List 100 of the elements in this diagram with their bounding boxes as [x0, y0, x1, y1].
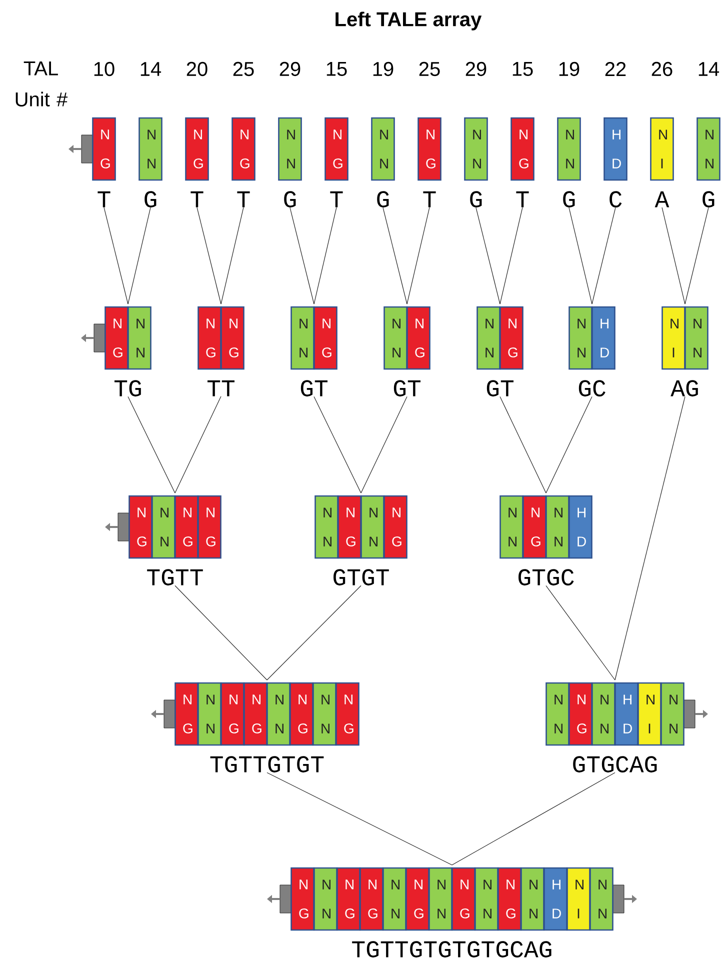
- repeat-block: N G: [500, 306, 524, 370]
- repeat-block: N N: [590, 867, 614, 931]
- repeat-block: N N: [684, 306, 708, 370]
- repeat-block: N G: [220, 306, 244, 370]
- repeat-block: H D: [614, 682, 638, 746]
- repeat-block: N G: [198, 495, 222, 559]
- sequence-label: GT: [394, 380, 420, 396]
- connector-line: [314, 207, 337, 304]
- connector-line: [500, 207, 523, 304]
- repeat-block: N N: [546, 495, 570, 559]
- repeat-block: N G: [418, 117, 442, 181]
- repeat-block: N G: [220, 682, 244, 746]
- unit-number: 25: [233, 62, 254, 76]
- repeat-block: N N: [312, 682, 336, 746]
- sequence-label: G: [470, 191, 482, 208]
- sequence-label: GT: [486, 380, 514, 396]
- connector-line: [382, 207, 408, 304]
- unit-number: 15: [326, 62, 347, 76]
- connector-line: [196, 207, 222, 304]
- connector-line: [174, 585, 268, 680]
- repeat-block: N G: [92, 117, 116, 181]
- repeat-block: H D: [604, 117, 628, 181]
- repeat-block: N G: [406, 306, 430, 370]
- connector-line: [684, 207, 709, 304]
- sequence-label: T: [330, 191, 343, 208]
- repeat-block: N G: [314, 306, 338, 370]
- repeat-block: N G: [568, 682, 592, 746]
- connector-line: [500, 396, 546, 494]
- sequence-label: G: [563, 191, 575, 208]
- sequence-label: T: [98, 191, 110, 208]
- repeat-block: N N: [138, 117, 162, 181]
- repeat-block: N N: [660, 682, 684, 746]
- sequence-label: A: [654, 191, 670, 208]
- connector-line: [360, 396, 408, 494]
- connector-line: [406, 207, 430, 304]
- connector-line: [104, 207, 128, 304]
- sequence-label: T: [516, 191, 529, 208]
- repeat-block: N N: [360, 495, 384, 559]
- sequence-label: TGTT: [147, 569, 203, 586]
- repeat-block: N G: [336, 682, 360, 746]
- repeat-block: N I: [650, 117, 674, 181]
- repeat-block: N G: [290, 682, 314, 746]
- connector-line: [266, 772, 452, 866]
- unit-number: 19: [559, 62, 580, 76]
- repeat-block: N G: [324, 117, 348, 181]
- repeat-block: N G: [290, 867, 314, 931]
- unit-number: 15: [512, 62, 533, 76]
- repeat-block: N N: [266, 682, 290, 746]
- repeat-block: N N: [500, 495, 524, 559]
- repeat-block: N G: [360, 867, 384, 931]
- unit-number: 29: [466, 62, 486, 76]
- connector-line: [476, 207, 500, 304]
- connector-line: [290, 207, 314, 304]
- connector-line: [128, 207, 151, 304]
- repeat-block: N N: [314, 495, 338, 559]
- connector-line: [314, 396, 362, 494]
- repeat-block: N G: [522, 495, 546, 559]
- repeat-block: N G: [338, 495, 362, 559]
- unit-number: 29: [280, 62, 300, 76]
- repeat-block: N N: [152, 495, 176, 559]
- sequence-label: T: [190, 191, 204, 208]
- repeat-block: N N: [290, 306, 314, 370]
- sequence-label: TGTTGTGT: [210, 756, 324, 772]
- repeat-block: N I: [662, 306, 686, 370]
- repeat-block: N G: [174, 682, 198, 746]
- connector-line: [546, 585, 616, 680]
- unit-number: 19: [373, 62, 394, 76]
- sequence-label: GT: [300, 380, 328, 396]
- sequence-label: C: [610, 191, 622, 208]
- repeat-block: N N: [128, 306, 152, 370]
- repeat-block: N N: [474, 867, 498, 931]
- title: Left TALE array: [336, 12, 482, 30]
- repeat-block: N N: [557, 117, 581, 181]
- sequence-label: G: [702, 191, 714, 208]
- unit-number: 20: [186, 62, 208, 76]
- sequence-label: GC: [578, 380, 606, 396]
- repeat-block: N G: [232, 117, 256, 181]
- unit-number: 25: [419, 62, 440, 76]
- sequence-label: GTGC: [518, 569, 574, 586]
- unit-number: 14: [140, 62, 162, 76]
- sequence-label: G: [377, 191, 389, 208]
- repeat-block: N N: [382, 867, 406, 931]
- sequence-label: TG: [114, 380, 141, 396]
- connector-line: [174, 396, 222, 494]
- connector-line: [592, 207, 616, 304]
- unit-number: 22: [605, 62, 626, 76]
- sequence-label: GTGT: [334, 569, 389, 586]
- repeat-block: N G: [104, 306, 128, 370]
- repeat-block: N N: [592, 682, 616, 746]
- sequence-label: G: [284, 191, 296, 208]
- sequence-label: AG: [670, 380, 698, 396]
- connector-line: [546, 396, 592, 494]
- connector-line: [568, 207, 592, 304]
- repeat-block: N N: [520, 867, 544, 931]
- repeat-block: N G: [128, 495, 152, 559]
- sequence-label: GTGCAG: [573, 756, 657, 772]
- repeat-block: N N: [464, 117, 488, 181]
- sequence-label: T: [423, 191, 436, 208]
- connector-line: [662, 207, 686, 304]
- repeat-block: N G: [406, 867, 430, 931]
